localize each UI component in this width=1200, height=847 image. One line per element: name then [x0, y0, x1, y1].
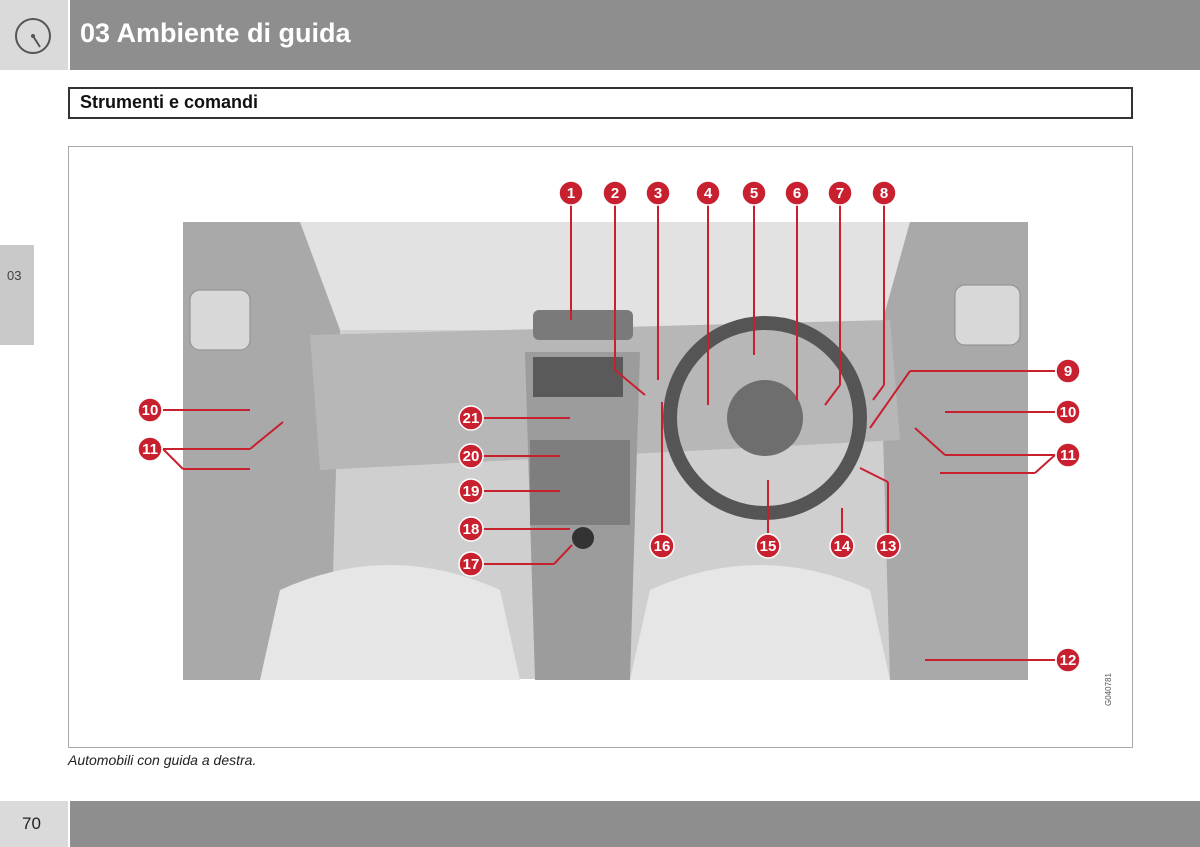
svg-text:7: 7 — [836, 185, 844, 202]
steering-hub — [727, 380, 803, 456]
svg-text:8: 8 — [880, 185, 888, 202]
display-unit — [533, 310, 633, 340]
svg-text:18: 18 — [463, 521, 480, 538]
page-title: 03 Ambiente di guida — [80, 18, 351, 48]
svg-text:20: 20 — [463, 448, 480, 465]
callout-14: 14 — [829, 533, 855, 559]
callout-9: 9 — [1055, 358, 1081, 384]
header-icon-box — [0, 0, 68, 70]
left-seat — [260, 565, 520, 680]
right-seat — [630, 565, 890, 680]
svg-text:13: 13 — [880, 538, 897, 555]
callout-1: 1 — [558, 180, 584, 206]
callout-7: 7 — [827, 180, 853, 206]
callout-16: 16 — [649, 533, 675, 559]
svg-text:16: 16 — [654, 538, 671, 555]
section-title: Strumenti e comandi — [80, 92, 259, 112]
leader-lines — [162, 205, 1056, 661]
section-heading-box — [68, 87, 1133, 119]
header-bar — [70, 0, 1200, 70]
figure-caption: Automobili con guida a destra. — [68, 752, 257, 768]
svg-text:1: 1 — [567, 185, 575, 202]
footer-number-box — [0, 801, 68, 847]
svg-text:5: 5 — [750, 185, 758, 202]
svg-text:10: 10 — [142, 402, 159, 419]
callout-18: 18 — [458, 516, 484, 542]
steering-wheel — [663, 316, 867, 520]
svg-text:10: 10 — [1060, 404, 1077, 421]
chapter-tab — [0, 245, 34, 345]
control-panel — [530, 440, 630, 525]
callout-13: 13 — [875, 533, 901, 559]
svg-text:11: 11 — [1060, 447, 1076, 464]
svg-text:11: 11 — [142, 441, 158, 458]
callout-15: 15 — [755, 533, 781, 559]
display-screen — [533, 357, 623, 397]
svg-text:4: 4 — [704, 185, 713, 202]
callout-19: 19 — [458, 478, 484, 504]
gauge-icon — [15, 18, 51, 54]
figure-code: G040781 — [1104, 673, 1113, 706]
svg-text:19: 19 — [463, 483, 480, 500]
callout-5: 5 — [741, 180, 767, 206]
svg-text:2: 2 — [611, 185, 619, 202]
callout-10-right: 10 — [1055, 399, 1081, 425]
callout-2: 2 — [602, 180, 628, 206]
svg-text:15: 15 — [760, 538, 777, 555]
svg-text:9: 9 — [1064, 363, 1072, 380]
chapter-tab-label: 03 — [7, 268, 22, 283]
right-mirror — [954, 284, 1021, 346]
callout-20: 20 — [458, 443, 484, 469]
page-number: 70 — [22, 814, 41, 833]
callout-8: 8 — [871, 180, 897, 206]
callout-6: 6 — [784, 180, 810, 206]
callout-3: 3 — [645, 180, 671, 206]
callout-12: 12 — [1055, 647, 1081, 673]
svg-text:17: 17 — [463, 556, 480, 573]
svg-text:6: 6 — [793, 185, 801, 202]
windshield — [300, 222, 910, 330]
callout-21: 21 — [458, 405, 484, 431]
gear-knob — [572, 527, 594, 549]
left-mirror — [189, 289, 251, 351]
callout-4: 4 — [695, 180, 721, 206]
callout-10-left: 10 — [137, 397, 163, 423]
svg-text:21: 21 — [463, 410, 480, 427]
svg-text:3: 3 — [654, 185, 662, 202]
footer-bar — [70, 801, 1200, 847]
callout-11-left: 11 — [137, 436, 163, 462]
svg-text:12: 12 — [1060, 652, 1077, 669]
svg-text:14: 14 — [834, 538, 851, 555]
callout-11-right: 11 — [1055, 442, 1081, 468]
callout-17: 17 — [458, 551, 484, 577]
